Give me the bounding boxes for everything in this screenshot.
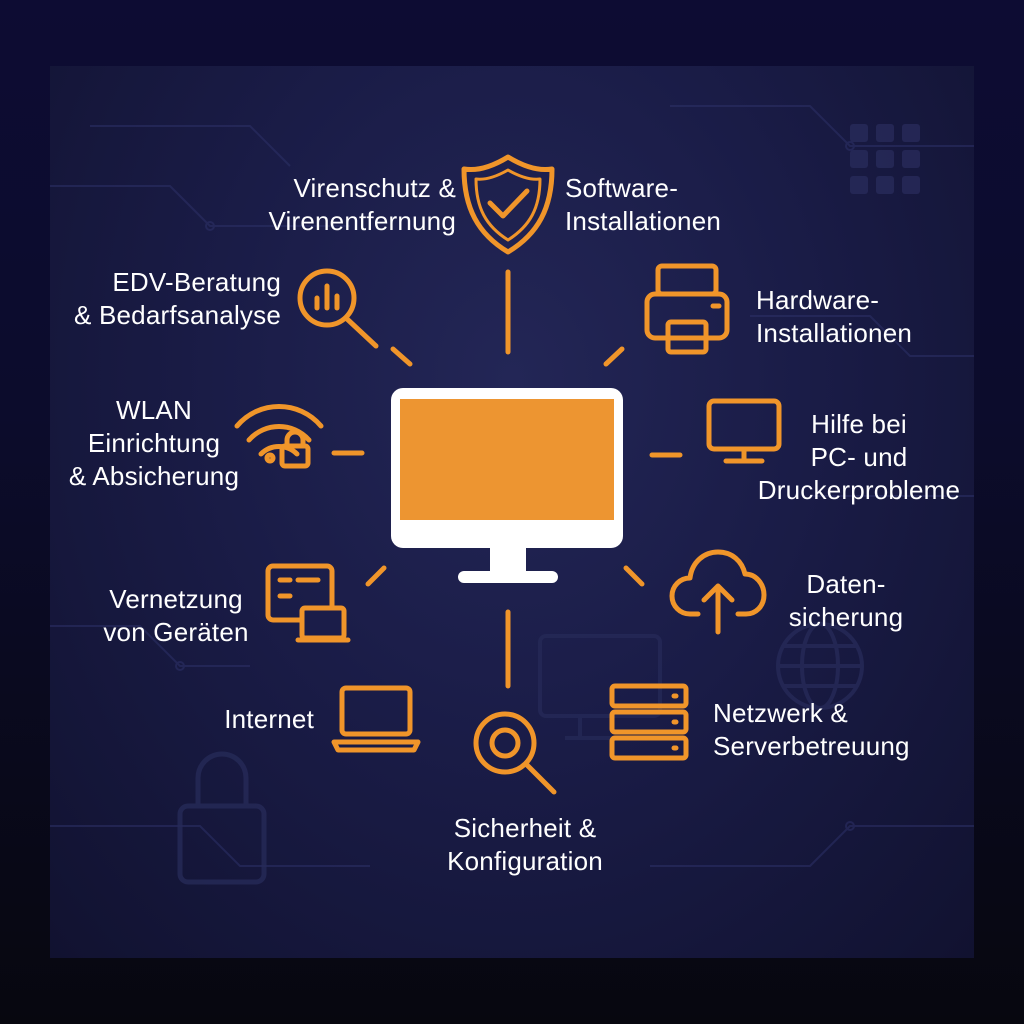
central-monitor-icon (391, 388, 623, 583)
label-netzwerk: Netzwerk & Serverbetreuung (713, 698, 910, 761)
background-globe-icon (776, 622, 864, 710)
circuit-background (50, 105, 974, 885)
printer-icon (644, 263, 730, 355)
shield-check-icon (461, 154, 555, 255)
label-internet: Internet (224, 704, 314, 734)
label-datensicherung: Daten- sicherung (788, 569, 904, 632)
server-stack-icon (609, 683, 689, 761)
magnifier-chart-icon (297, 268, 379, 349)
label-virenschutz: Virenschutz & Virenentfernung (268, 173, 456, 236)
grid-dots-icon (850, 124, 920, 194)
wifi-lock-icon (234, 404, 324, 469)
label-hardware: Hardware- Installationen (756, 285, 913, 348)
magnifier-icon (473, 711, 557, 795)
monitor-outline-icon (706, 398, 782, 464)
laptop-icon (331, 685, 421, 753)
label-sicherheit: Sicherheit & Konfiguration (447, 813, 603, 876)
label-wlan: WLAN Einrichtung & Absicherung (68, 395, 240, 491)
label-vernetzung: Vernetzung von Geräten (103, 584, 249, 647)
background-lock-icon (177, 751, 267, 885)
network-devices-icon (265, 563, 351, 643)
cloud-upload-icon (669, 549, 767, 635)
connector-lines (331, 269, 683, 689)
label-software: Software- Installationen (565, 173, 722, 236)
label-pc-hilfe: Hilfe bei PC- und Druckerprobleme (757, 409, 961, 505)
label-edv-beratung: EDV-Beratung & Bedarfsanalyse (74, 267, 281, 330)
